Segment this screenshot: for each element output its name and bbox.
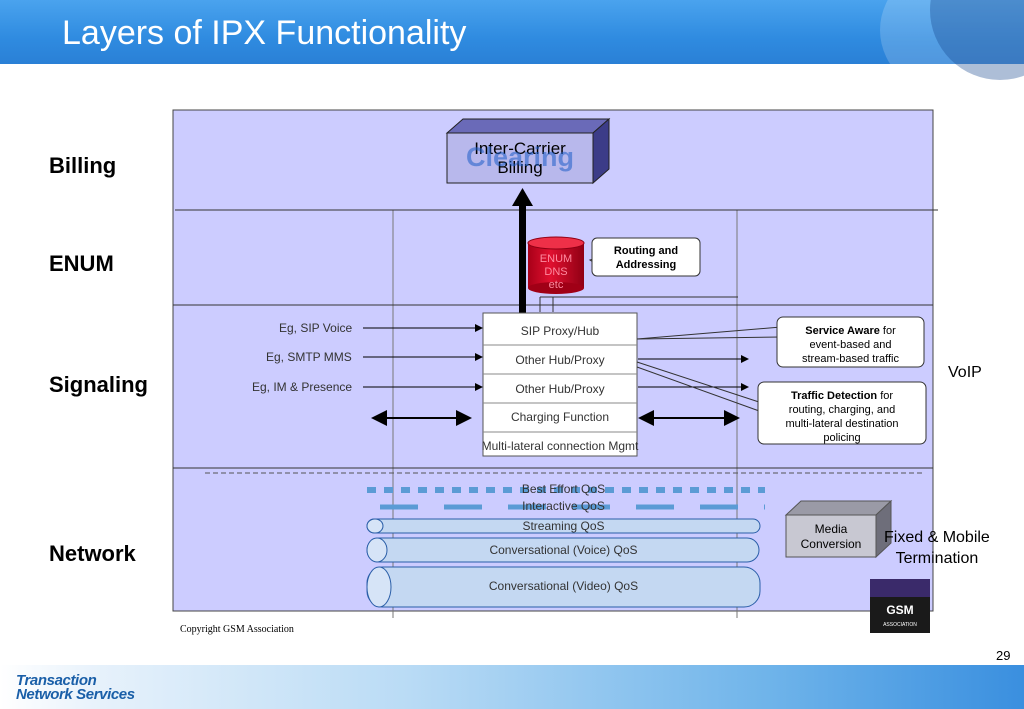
routing-line1: Routing and — [613, 245, 679, 257]
qos-label: Best Effort QoS — [521, 482, 606, 496]
routing-callout-text: Routing and Addressing — [592, 244, 700, 272]
billing-overlay-label: Clearing — [465, 142, 575, 172]
media-conversion-text: Media Conversion — [786, 522, 876, 552]
service-aware-line2: event-based and — [809, 339, 892, 351]
service-aware-bold: Service Aware — [805, 325, 880, 337]
enum-db-bottom — [528, 282, 584, 294]
traffic-detection-rest: for — [877, 390, 894, 402]
billing-line1: Inter-Carrier — [474, 139, 566, 158]
fixed-mobile-line2: Termination — [895, 550, 979, 567]
layer-label-billing: Billing — [49, 153, 117, 178]
traffic-detection-line2: routing, charging, and — [788, 404, 896, 416]
service-aware-rest: for — [879, 325, 896, 337]
billing-arrow-shaft — [519, 205, 526, 313]
traffic-detection-text: Traffic Detection for routing, charging,… — [758, 389, 926, 445]
qos-label: Conversational (Video) QoS — [488, 579, 639, 593]
input-label: Eg, SMTP MMS — [266, 350, 352, 364]
title-bar — [0, 0, 1024, 100]
svg-text:GSM: GSM — [886, 603, 913, 617]
input-label: Eg, SIP Voice — [279, 321, 353, 335]
media-conversion-line2: Conversion — [800, 537, 862, 551]
layer-label-signaling: Signaling — [49, 372, 148, 397]
enum-db-top — [527, 236, 585, 250]
traffic-detection-line4: policing — [823, 432, 861, 444]
billing-box-front — [446, 132, 594, 184]
service-aware-line3: stream-based traffic — [801, 353, 899, 365]
svg-text:ASSOCIATION: ASSOCIATION — [883, 622, 917, 628]
traffic-detection-line3: multi-lateral destination — [785, 418, 899, 430]
traffic-detection-callout — [757, 381, 927, 445]
routing-line2: Addressing — [615, 259, 677, 271]
enum-db-body — [528, 243, 584, 288]
hub-row: Charging Function — [510, 410, 610, 424]
qos-label: Interactive QoS — [522, 499, 605, 513]
service-aware-callout — [776, 316, 925, 368]
billing-line2: Billing — [497, 158, 543, 177]
service-aware-text: Service Aware for event-based and stream… — [777, 324, 924, 366]
hub-row: Other Hub/Proxy — [515, 353, 605, 367]
tns-logo-line2: Network Services — [16, 686, 135, 703]
input-label: Eg, IM & Presence — [252, 380, 353, 394]
media-conversion-box — [785, 514, 877, 558]
qos-label: Streaming QoS — [522, 519, 605, 533]
layer-label-network: Network — [49, 541, 136, 566]
copyright-text: Copyright GSM Association — [180, 624, 294, 635]
enum-db-line2: DNS — [544, 266, 568, 278]
hub-row: SIP Proxy/Hub — [520, 324, 600, 338]
enum-db-line3: etc — [548, 279, 564, 291]
routing-callout-box — [591, 237, 701, 277]
enum-db-label: ENUM DNS etc — [530, 253, 582, 292]
fixed-mobile-label: Fixed & Mobile Termination — [884, 527, 990, 569]
tns-logo: Transaction Network Services — [16, 672, 135, 703]
billing-box-top — [445, 118, 611, 134]
qos-label: Conversational (Voice) QoS — [489, 543, 638, 557]
traffic-detection-bold: Traffic Detection — [790, 390, 878, 402]
media-conversion-line1: Media — [814, 522, 848, 536]
voip-label: VoIP — [948, 364, 982, 381]
billing-arrow-head — [512, 188, 533, 206]
slide-title: Layers of IPX Functionality — [62, 14, 467, 52]
footer-bar — [0, 665, 1024, 709]
hub-row: Multi-lateral connection Mgmt — [481, 439, 639, 453]
page-number: 29 — [996, 648, 1011, 663]
gsm-association-logo: GSM ASSOCIATION — [870, 579, 930, 633]
hub-row: Other Hub/Proxy — [515, 382, 605, 396]
billing-box-label: Inter-Carrier Billing — [449, 139, 591, 177]
layer-label-enum: ENUM — [49, 251, 114, 276]
fixed-mobile-line1: Fixed & Mobile — [884, 529, 990, 546]
enum-db-line1: ENUM — [539, 253, 573, 265]
tns-logo-line1: Transaction — [16, 672, 97, 689]
